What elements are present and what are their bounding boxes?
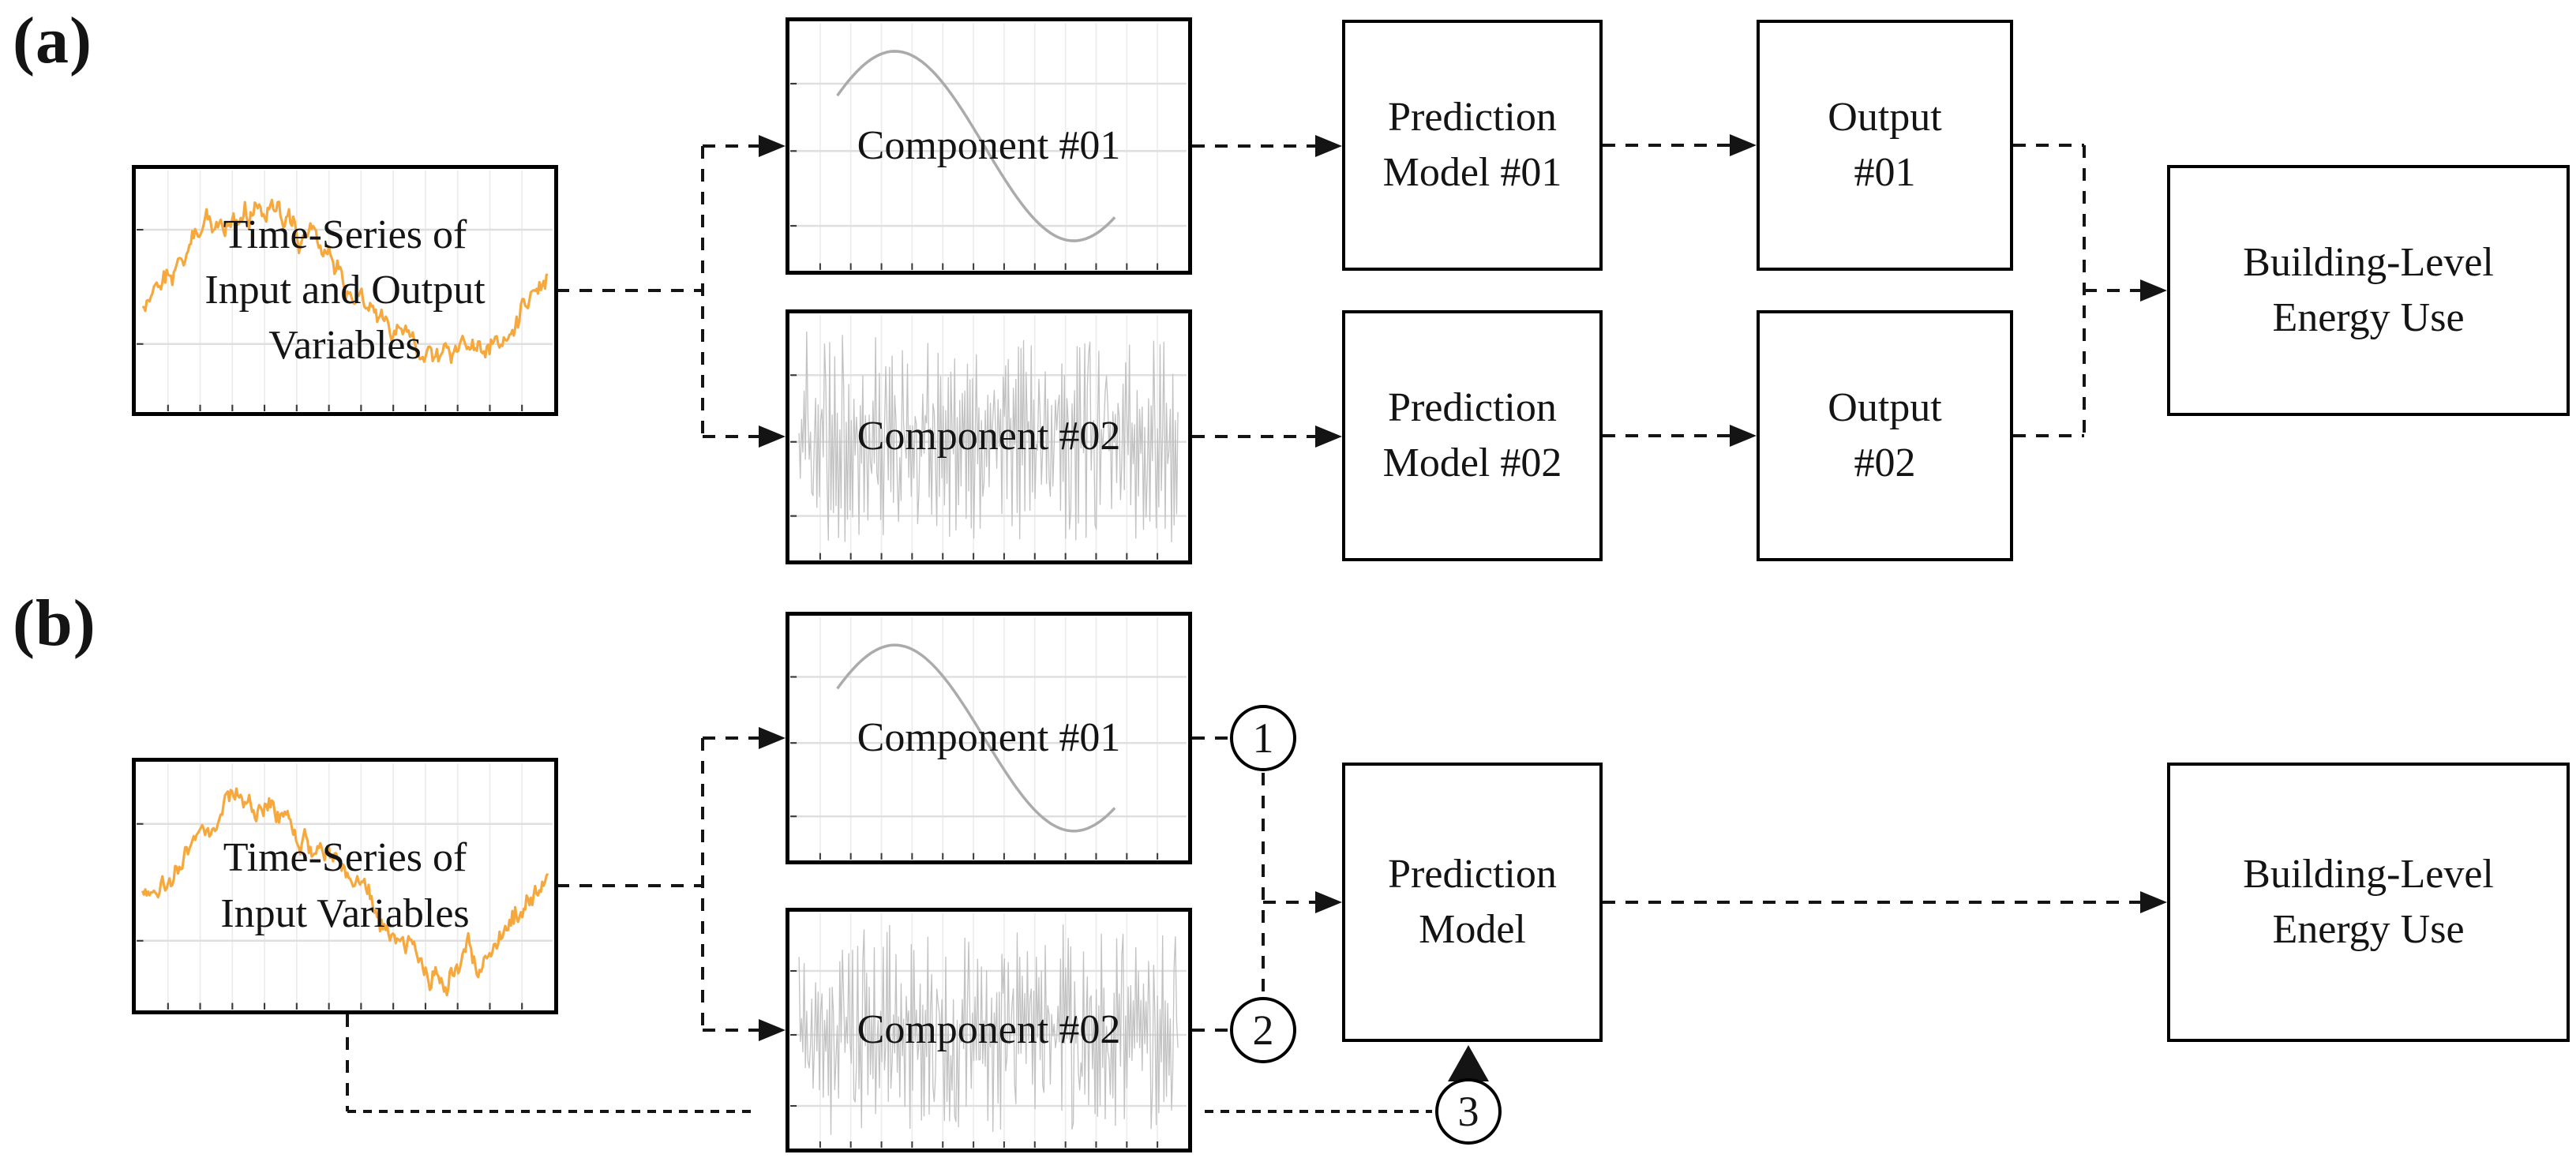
b-arrow-into-result [2140,891,2167,913]
a-prediction-model2-box: Prediction Model #02 [1342,310,1603,561]
b-building-level-energy-title: Building-Level Energy Use [2243,851,2494,952]
a-input-waveform [137,171,553,411]
b-arrow-into-model [1315,891,1342,913]
a-component1-waveform [790,23,1187,270]
b-component2-title: Component #02 [857,1006,1121,1052]
a-output1-box: Output #01 [1757,20,2013,271]
a-component2-box: Component #02 [786,309,1192,564]
b-arrow-into-component2 [759,1019,786,1041]
a-prediction-model1-box: Prediction Model #01 [1342,20,1603,271]
a-component1-title: Component #01 [857,122,1121,168]
a-prediction-model1-title: Prediction Model #01 [1382,94,1562,195]
b-component1-waveform [790,617,1187,860]
b-component2-waveform [790,913,1187,1148]
panel-b-connectors [346,727,2167,1113]
b-prediction-model-title: Prediction Model [1388,851,1557,952]
a-output2-box: Output #02 [1757,310,2013,561]
a-output1-title: Output #01 [1828,94,1942,195]
b-component2-box: Component #02 [786,908,1192,1152]
marker-circle-3: 3 [1435,1078,1502,1145]
b-arrow-up-into-model [1448,1045,1489,1081]
panel-a-label: (a) [13,4,92,77]
a-arrow-into-model1 [1315,135,1342,157]
a-arrow-into-output1 [1730,134,1757,156]
a-arrow-into-component2 [759,425,786,448]
b-input-box-title: Time-Series of Input Variables [220,835,470,936]
b-building-level-energy-box: Building-Level Energy Use [2167,763,2570,1042]
a-building-level-energy-title: Building-Level Energy Use [2243,239,2494,340]
b-component1-title: Component #01 [857,714,1121,760]
panel-b-label: (b) [13,586,96,660]
b-arrow-into-component1 [759,727,786,749]
b-component1-box: Component #01 [786,612,1192,864]
a-arrow-into-component1 [759,135,786,157]
a-arrow-into-output2 [1730,425,1757,447]
a-component1-box: Component #01 [786,17,1192,275]
b-input-waveform [137,763,553,1010]
a-arrow-into-model2 [1315,425,1342,448]
a-building-level-energy-box: Building-Level Energy Use [2167,165,2570,416]
marker-circle-2: 2 [1230,997,1296,1063]
a-component2-waveform [790,315,1187,560]
marker-circle-1: 1 [1230,705,1296,771]
a-input-box-title: Time-Series of Input and Output Variable… [204,212,486,369]
a-input-timeseries-box: Time-Series of Input and Output Variable… [132,165,558,416]
a-output2-title: Output #02 [1828,384,1942,485]
b-prediction-model-box: Prediction Model [1342,763,1603,1042]
a-arrow-into-result [2140,279,2167,302]
a-prediction-model2-title: Prediction Model #02 [1382,384,1562,485]
panel-a-connectors [557,134,2167,448]
a-component2-title: Component #02 [857,414,1121,459]
b-input-timeseries-box: Time-Series of Input Variables [132,758,558,1014]
